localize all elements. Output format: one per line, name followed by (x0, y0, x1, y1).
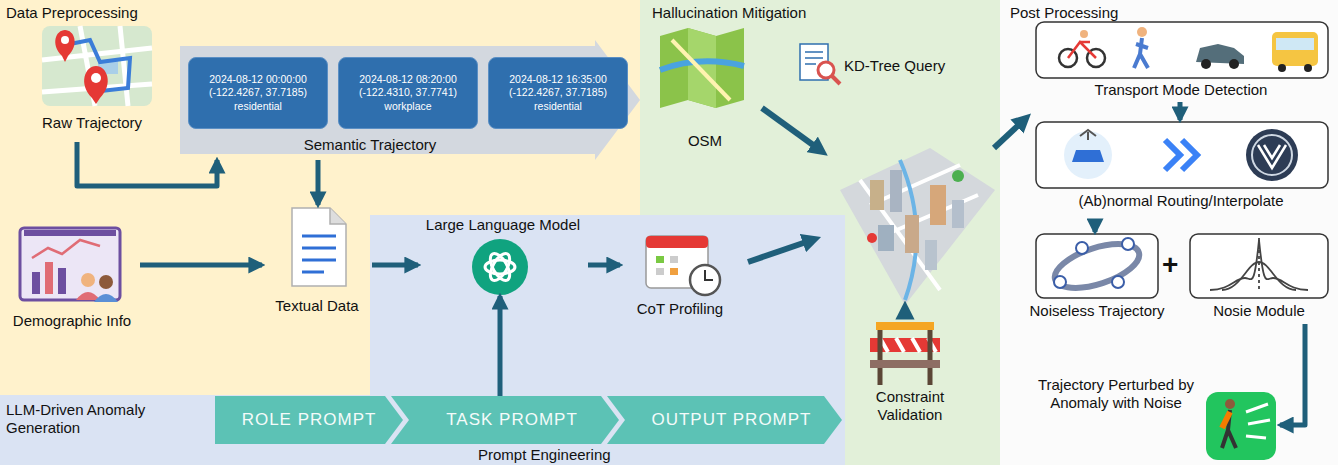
icon-node: CoT Profiling (620, 226, 740, 322)
routing-icons (1064, 129, 1298, 181)
barrier-icon (870, 322, 940, 385)
label-text: OSM (650, 132, 760, 150)
label-text: Data Preprocessing (6, 4, 226, 22)
outlined-box: Transport Mode Detection (1030, 20, 1332, 102)
prompt-chevron: ROLE PROMPT (215, 396, 403, 444)
label-text: Semantic Trajectory (250, 136, 490, 154)
panel: LLM-Driven Anomaly Generation Large Langu… (0, 215, 845, 465)
label-text: residential (534, 100, 582, 113)
label-text: Demographic Info (4, 312, 140, 330)
label-text: KD-Tree Query (844, 57, 994, 75)
raw-trajectory-icon (42, 26, 152, 106)
calendar-icon (646, 236, 720, 295)
flow-arrow (498, 296, 503, 396)
label-text: Transport Mode Detection (1030, 81, 1332, 99)
panel: Data PreprocessingRaw TrajectorySemantic… (0, 0, 640, 395)
prompt-chevron: OUTPUT PROMPT (607, 396, 842, 444)
label-text: LLM-Driven Anomaly Generation (6, 401, 176, 437)
city-illustration (840, 148, 995, 305)
demographic-icon (20, 228, 120, 302)
flow-arrow (140, 263, 262, 268)
outlined-box: Nosie Module (1186, 232, 1332, 324)
icon-node: Demographic Info (4, 224, 140, 336)
label-text: (-122.4267, 37.7185) (209, 86, 307, 99)
perturbed-trajectory-icon (1206, 392, 1276, 460)
panel: Hallucination MitigationOSM KD-Tree Query… (640, 0, 1000, 465)
flow-arrow (588, 263, 620, 268)
label-text: (-122.4267, 37.7185) (509, 86, 607, 99)
flow-arrow (372, 263, 418, 268)
kd-tree-icon (800, 44, 840, 84)
semantic-point-box: 2024-08-12 16:35:00(-122.4267, 37.7185)r… (488, 57, 628, 129)
label-text: Textual Data (262, 297, 372, 315)
label-text: Noiseless Trajectory (1026, 302, 1168, 320)
shape-outline (215, 396, 403, 444)
flow-arrow (1280, 324, 1305, 425)
shape-outline (607, 396, 842, 444)
label-text: OUTPUT PROMPT (651, 409, 811, 430)
label-text: Constraint Validation (852, 388, 968, 424)
label-text: Nosie Module (1186, 302, 1332, 320)
post-boxes (1036, 22, 1328, 298)
shape-outline (391, 396, 619, 444)
flow-arrow (1178, 102, 1183, 120)
llm-icon (472, 239, 528, 295)
label-text: TASK PROMPT (446, 409, 578, 430)
label-text: CoT Profiling (620, 300, 740, 318)
outlined-box: Noiseless Trajectory (1026, 232, 1168, 324)
icon-node: Large Language Model (418, 216, 588, 296)
label-text: Raw Trajectory (22, 114, 162, 132)
document-icon (292, 208, 346, 286)
label-text: residential (234, 100, 282, 113)
label-text: Post Processing (1010, 4, 1210, 22)
label-text: 2024-08-12 16:35:00 (509, 73, 607, 86)
flow-arrow (1093, 220, 1098, 232)
semantic-point-box: 2024-08-12 00:00:00(-122.4267, 37.7185)r… (188, 57, 328, 129)
icon-node: Raw Trajectory (22, 24, 162, 142)
section-label: Prompt Engineering (478, 446, 611, 464)
label-text: workplace (384, 100, 431, 113)
label-text: (-122.4310, 37.7741) (359, 86, 457, 99)
outlined-box: (Ab)normal Routing/Interpolate (1030, 120, 1332, 220)
label-text: Large Language Model (418, 216, 588, 234)
osm-map-icon (660, 28, 744, 108)
icon-node: Trajectory Perturbed by Anomaly with Noi… (1030, 368, 1280, 463)
noise-icon (1210, 238, 1308, 292)
icon-node: Textual Data (262, 205, 372, 320)
flow-arrows (748, 108, 1024, 318)
label-text: ROLE PROMPT (242, 409, 377, 430)
panel: Post ProcessingTransport Mode Detection (… (1000, 0, 1338, 465)
label-text: Hallucination Mitigation (652, 4, 902, 22)
shape-outline (180, 40, 640, 160)
transport-icons (1059, 27, 1318, 72)
noiseless-trajectory-icon (1050, 235, 1145, 296)
icon-node: KD-Tree Query (798, 45, 996, 85)
icon-node: OSM (650, 22, 760, 154)
label-text: (Ab)normal Routing/Interpolate (1030, 192, 1332, 210)
icon-node: Constraint Validation (852, 318, 968, 440)
prompt-chevron: TASK PROMPT (391, 396, 619, 444)
label-text: 2024-08-12 00:00:00 (209, 73, 307, 86)
flow-arrow (316, 160, 321, 205)
label-text: 2024-08-12 08:20:00 (359, 73, 457, 86)
label-text: Trajectory Perturbed by Anomaly with Noi… (1030, 376, 1202, 412)
plus-sign: + (1162, 248, 1178, 282)
semantic-point-box: 2024-08-12 08:20:00(-122.4310, 37.7741)w… (338, 57, 478, 129)
arrow-band: Semantic Trajectory2024-08-12 00:00:00(-… (180, 40, 640, 160)
